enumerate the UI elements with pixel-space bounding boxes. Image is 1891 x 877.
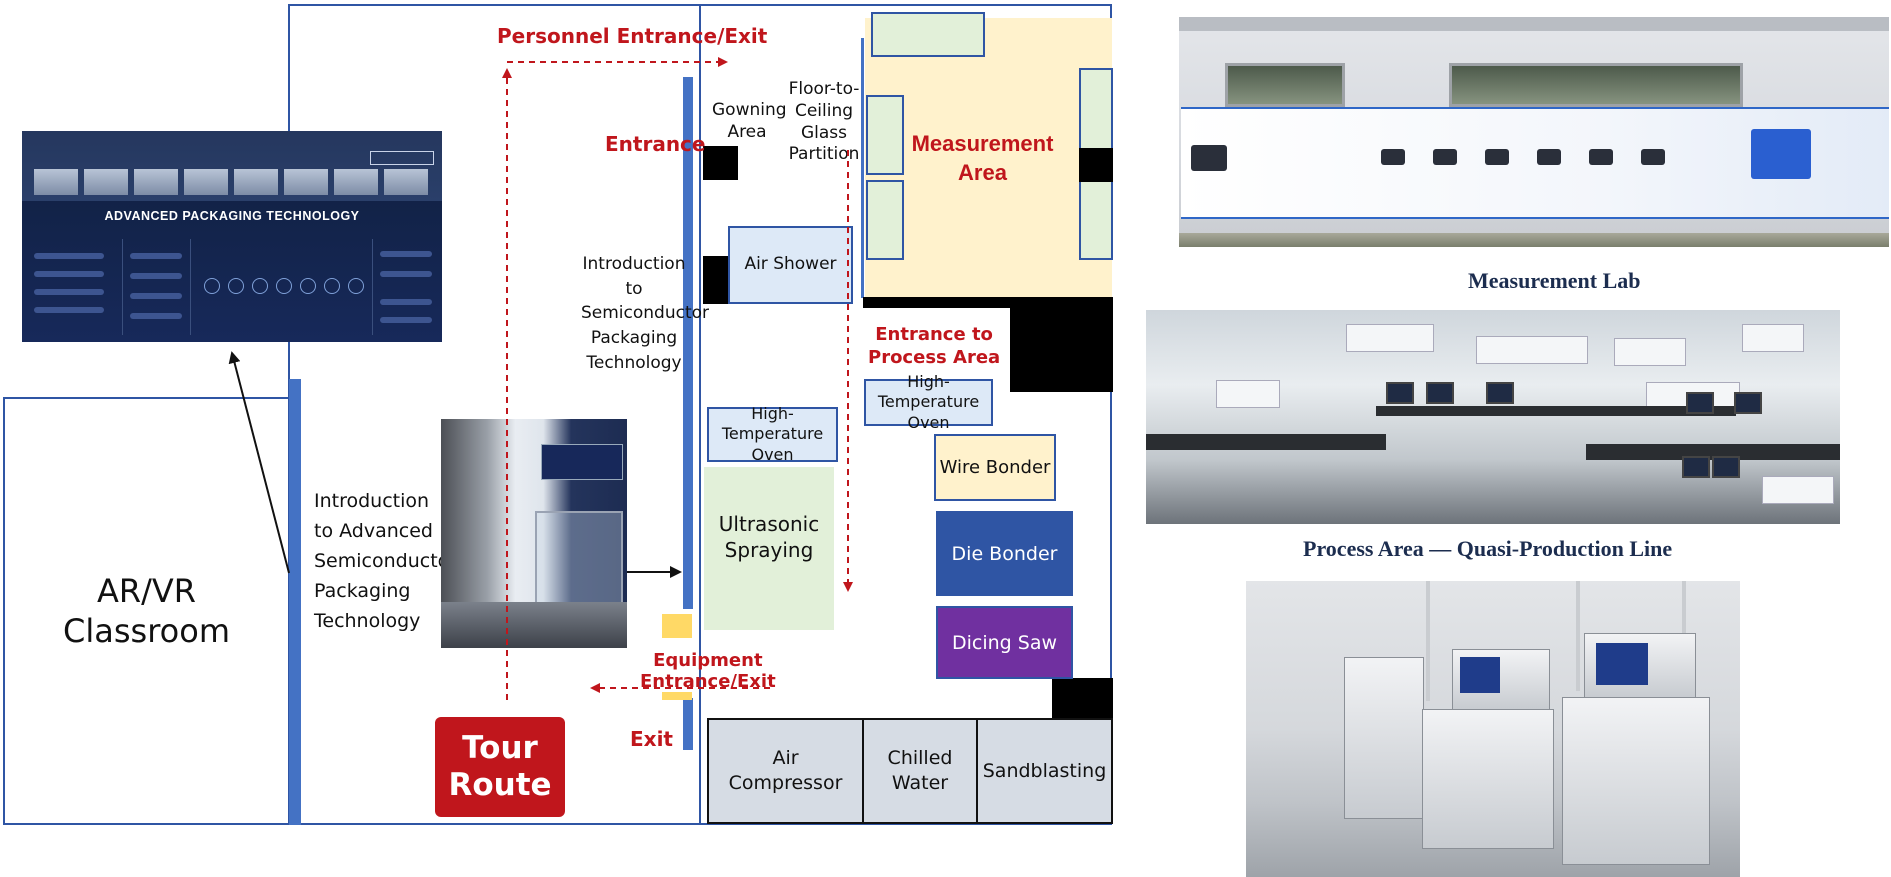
measurement-bottom-wall (863, 297, 1113, 308)
intro-semiconductor-label: Introduction to Semiconductor Packaging … (581, 254, 710, 373)
measurement-lab-photo (1146, 310, 1840, 524)
oven-right: High-Temperature Oven (864, 372, 993, 432)
sandblasting-label: Sandblasting (982, 759, 1107, 782)
ultrasonic-spraying: Ultrasonic Spraying (704, 467, 834, 630)
entrance-hallway-photo (441, 419, 627, 648)
ar-vr-classroom-label: AR/VR Classroom (63, 572, 230, 650)
chilled-water: Chilled Water (862, 718, 978, 824)
air-compressor: Air Compressor (707, 718, 864, 824)
measurement-lab-caption: Measurement Lab (1468, 268, 1641, 293)
gowning-area-label: Gowning Area (712, 100, 787, 142)
wire-bonder: Wire Bonder (934, 434, 1056, 501)
column-air-shower (703, 256, 729, 304)
glass-partition-label: Floor-to- Ceiling Glass Partition (788, 79, 860, 165)
column-process-entrance (1010, 298, 1113, 392)
ultrasonic-spraying-label: Ultrasonic Spraying (718, 511, 820, 562)
measurement-bench-right-2 (1079, 180, 1113, 260)
sandblasting: Sandblasting (976, 718, 1113, 824)
oven-right-label: High-Temperature Oven (877, 371, 980, 432)
oven-left-label: High-Temperature Oven (721, 403, 824, 464)
air-compressor-label: Air Compressor (728, 747, 843, 794)
chilled-water-label: Chilled Water (887, 747, 953, 794)
packaging-roadmap-wall-photo (1179, 17, 1889, 247)
corridor-wall (683, 77, 693, 609)
measurement-column (1079, 148, 1113, 182)
measurement-bench-top (871, 12, 985, 57)
wire-bonder-label: Wire Bonder (939, 456, 1051, 478)
equipment-entrance-label: Equipment Entrance/Exit (640, 650, 776, 693)
column-entrance (703, 146, 738, 180)
measurement-bench-right-1 (1079, 68, 1113, 150)
personnel-entrance-label: Personnel Entrance/Exit (497, 24, 768, 48)
dicing-saw: Dicing Saw (936, 606, 1073, 679)
die-bonder: Die Bonder (936, 511, 1073, 596)
entrance-label: Entrance (605, 132, 706, 156)
classroom-wall (289, 379, 301, 825)
measurement-area: Measurement Area (865, 18, 1112, 299)
dicing-saw-label: Dicing Saw (951, 631, 1058, 654)
exit-label: Exit (630, 727, 673, 751)
ar-vr-classroom: AR/VR Classroom (3, 397, 290, 825)
corridor-inner-line (699, 4, 701, 825)
process-area-photo (1246, 581, 1740, 877)
corridor-wall-lower (683, 698, 693, 750)
equipment-gate-mark-top (662, 614, 692, 638)
measurement-bench-left-1 (866, 95, 904, 175)
column-process-corner (1052, 678, 1113, 718)
process-area-caption: Process Area — Quasi-Production Line (1303, 536, 1673, 561)
measurement-bench-left-2 (866, 180, 904, 260)
intro-advanced-label: Introduction to Advanced Semiconductor P… (314, 490, 458, 633)
tour-route-badge: Tour Route (435, 717, 565, 817)
oven-left: High-Temperature Oven (707, 403, 838, 464)
measurement-area-label: Measurement Area (911, 130, 1054, 185)
equipment-gate-mark-bottom (662, 692, 692, 700)
air-shower-label: Air Shower (744, 254, 837, 275)
process-entrance-label: Entrance to Process Area (868, 324, 1001, 369)
die-bonder-label: Die Bonder (951, 542, 1058, 565)
tour-route-label: Tour Route (448, 729, 552, 803)
advanced-packaging-board-image: ADVANCED PACKAGING TECHNOLOGY (22, 131, 442, 342)
glass-partition-line (861, 38, 864, 298)
air-shower: Air Shower (728, 226, 853, 304)
board-title: ADVANCED PACKAGING TECHNOLOGY (104, 209, 360, 223)
